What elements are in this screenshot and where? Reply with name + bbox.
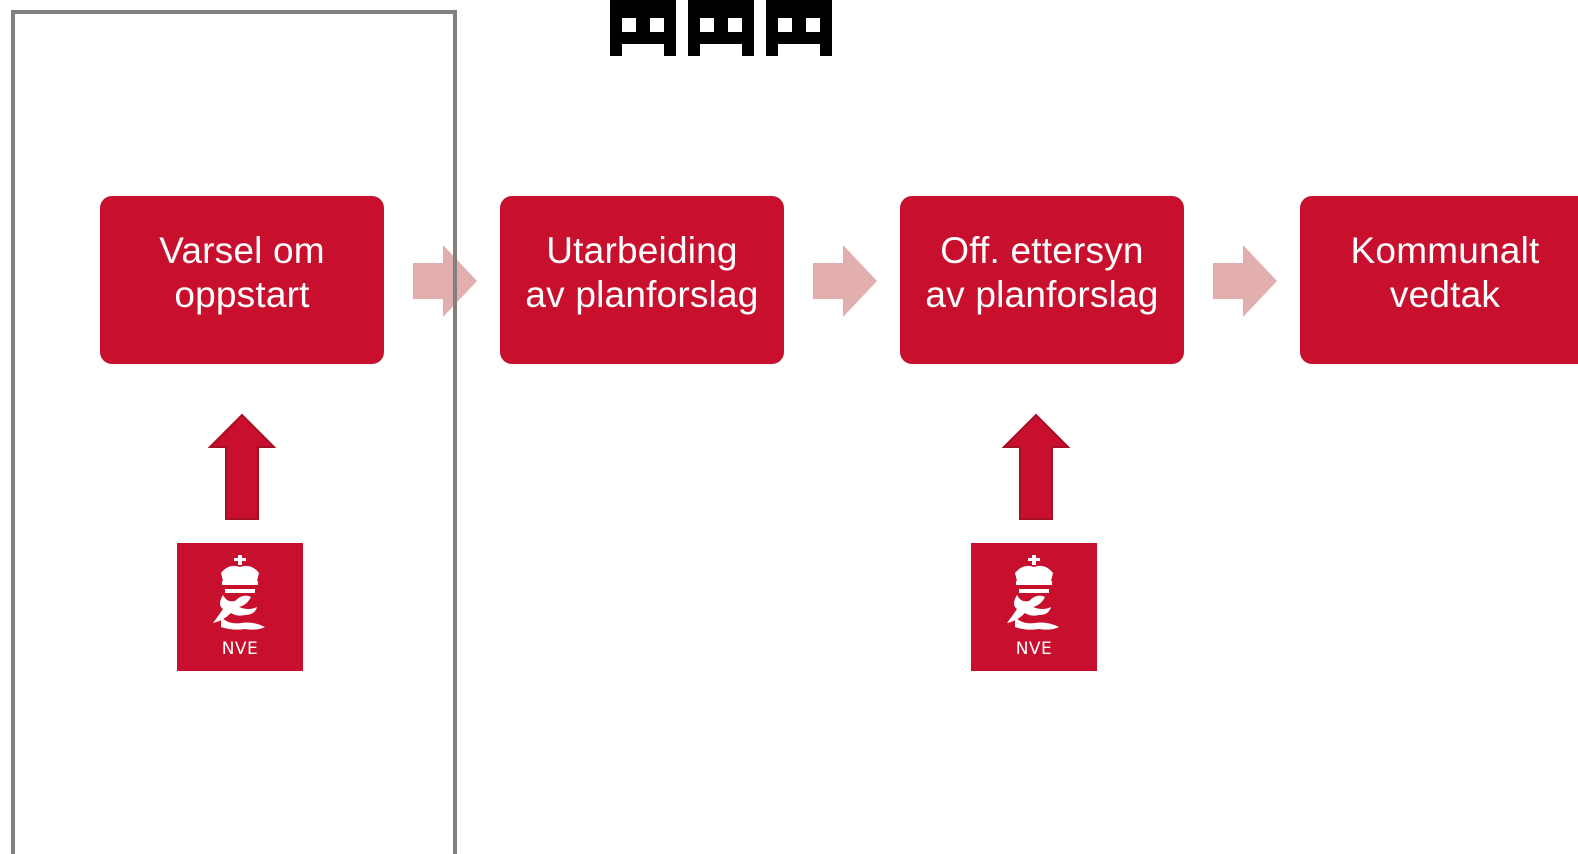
chevron-right-arrow-icon	[1213, 245, 1277, 317]
buildings-icon	[610, 0, 832, 56]
step-label: Kommunalt vedtak	[1350, 230, 1540, 315]
nve-logo: NVE	[177, 543, 303, 671]
chevron-right-arrow-icon	[813, 245, 877, 317]
nve-coat-of-arms-icon	[213, 555, 265, 630]
step-kommunalt-vedtak: Kommunalt vedtak	[1300, 196, 1578, 364]
up-arrow-icon	[1002, 413, 1070, 520]
highlight-frame	[11, 10, 457, 854]
step-utarbeiding-av-planforslag: Utarbeiding av planforslag	[500, 196, 784, 364]
chevron-right-arrow-icon	[413, 245, 477, 317]
step-label: Off. ettersyn av planforslag	[925, 230, 1159, 315]
step-off-ettersyn-av-planforslag: Off. ettersyn av planforslag	[900, 196, 1184, 364]
step-label: Varsel om oppstart	[159, 230, 325, 315]
up-arrow-icon	[208, 413, 276, 520]
nve-logo: NVE	[971, 543, 1097, 671]
nve-logo-text: NVE	[221, 639, 259, 659]
step-varsel-om-oppstart: Varsel om oppstart	[100, 196, 384, 364]
nve-logo-text: NVE	[1015, 639, 1053, 659]
nve-coat-of-arms-icon	[1007, 555, 1059, 630]
step-label: Utarbeiding av planforslag	[525, 230, 759, 315]
